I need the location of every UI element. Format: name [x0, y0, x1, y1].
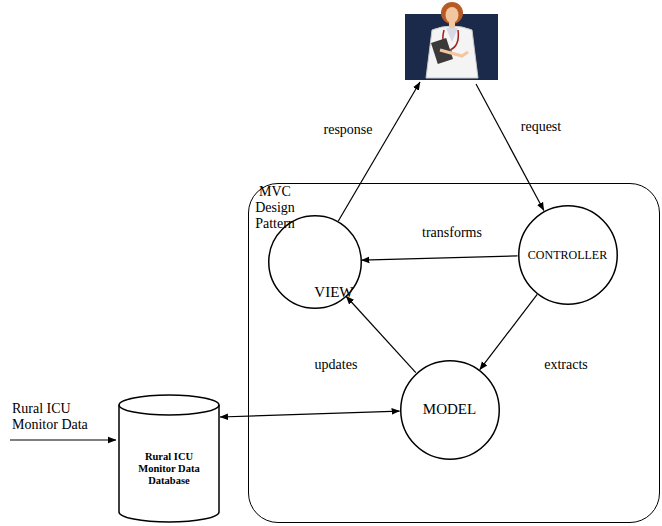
database-cylinder: Rural ICU Monitor Data Database [118, 395, 220, 523]
input-arrow [10, 440, 116, 441]
user-arrow [476, 84, 544, 210]
circle-outline [518, 205, 617, 304]
connector-arrow [220, 411, 400, 417]
user-arrow [338, 82, 420, 221]
cylinder-body [119, 395, 219, 522]
doctor-coat [426, 26, 478, 78]
model-circle: MODEL [400, 360, 500, 460]
doctor-neck [449, 22, 455, 28]
node-text: MODEL [423, 401, 476, 418]
connector-arrow [361, 256, 517, 260]
cylinder-rim [119, 405, 219, 415]
doctor-illustration [405, 2, 498, 80]
edge-layer [220, 82, 544, 417]
doctor-hair [441, 2, 463, 24]
node-text: MVC Design Pattern [249, 184, 301, 232]
request-label: request [519, 119, 563, 135]
doctor-collar [446, 28, 458, 42]
input-arrow-line [10, 439, 116, 440]
doctor-face [446, 7, 459, 23]
response-label: response [322, 122, 375, 138]
node-text: CONTROLLER [528, 248, 607, 262]
edge-label: transforms [420, 225, 484, 241]
node-text: VIEW [314, 284, 353, 301]
edge-label: extracts [542, 357, 590, 373]
edge-label: updates [313, 357, 360, 373]
circle-outline [400, 360, 499, 459]
doctor-backdrop [405, 14, 498, 80]
connector-arrow [480, 294, 537, 369]
input-label: Rural ICU Monitor Data [10, 401, 98, 433]
node-text: Rural ICU Monitor Data Database [133, 451, 205, 487]
doctor-arm [440, 50, 468, 56]
controller-circle: CONTROLLER [518, 205, 618, 305]
